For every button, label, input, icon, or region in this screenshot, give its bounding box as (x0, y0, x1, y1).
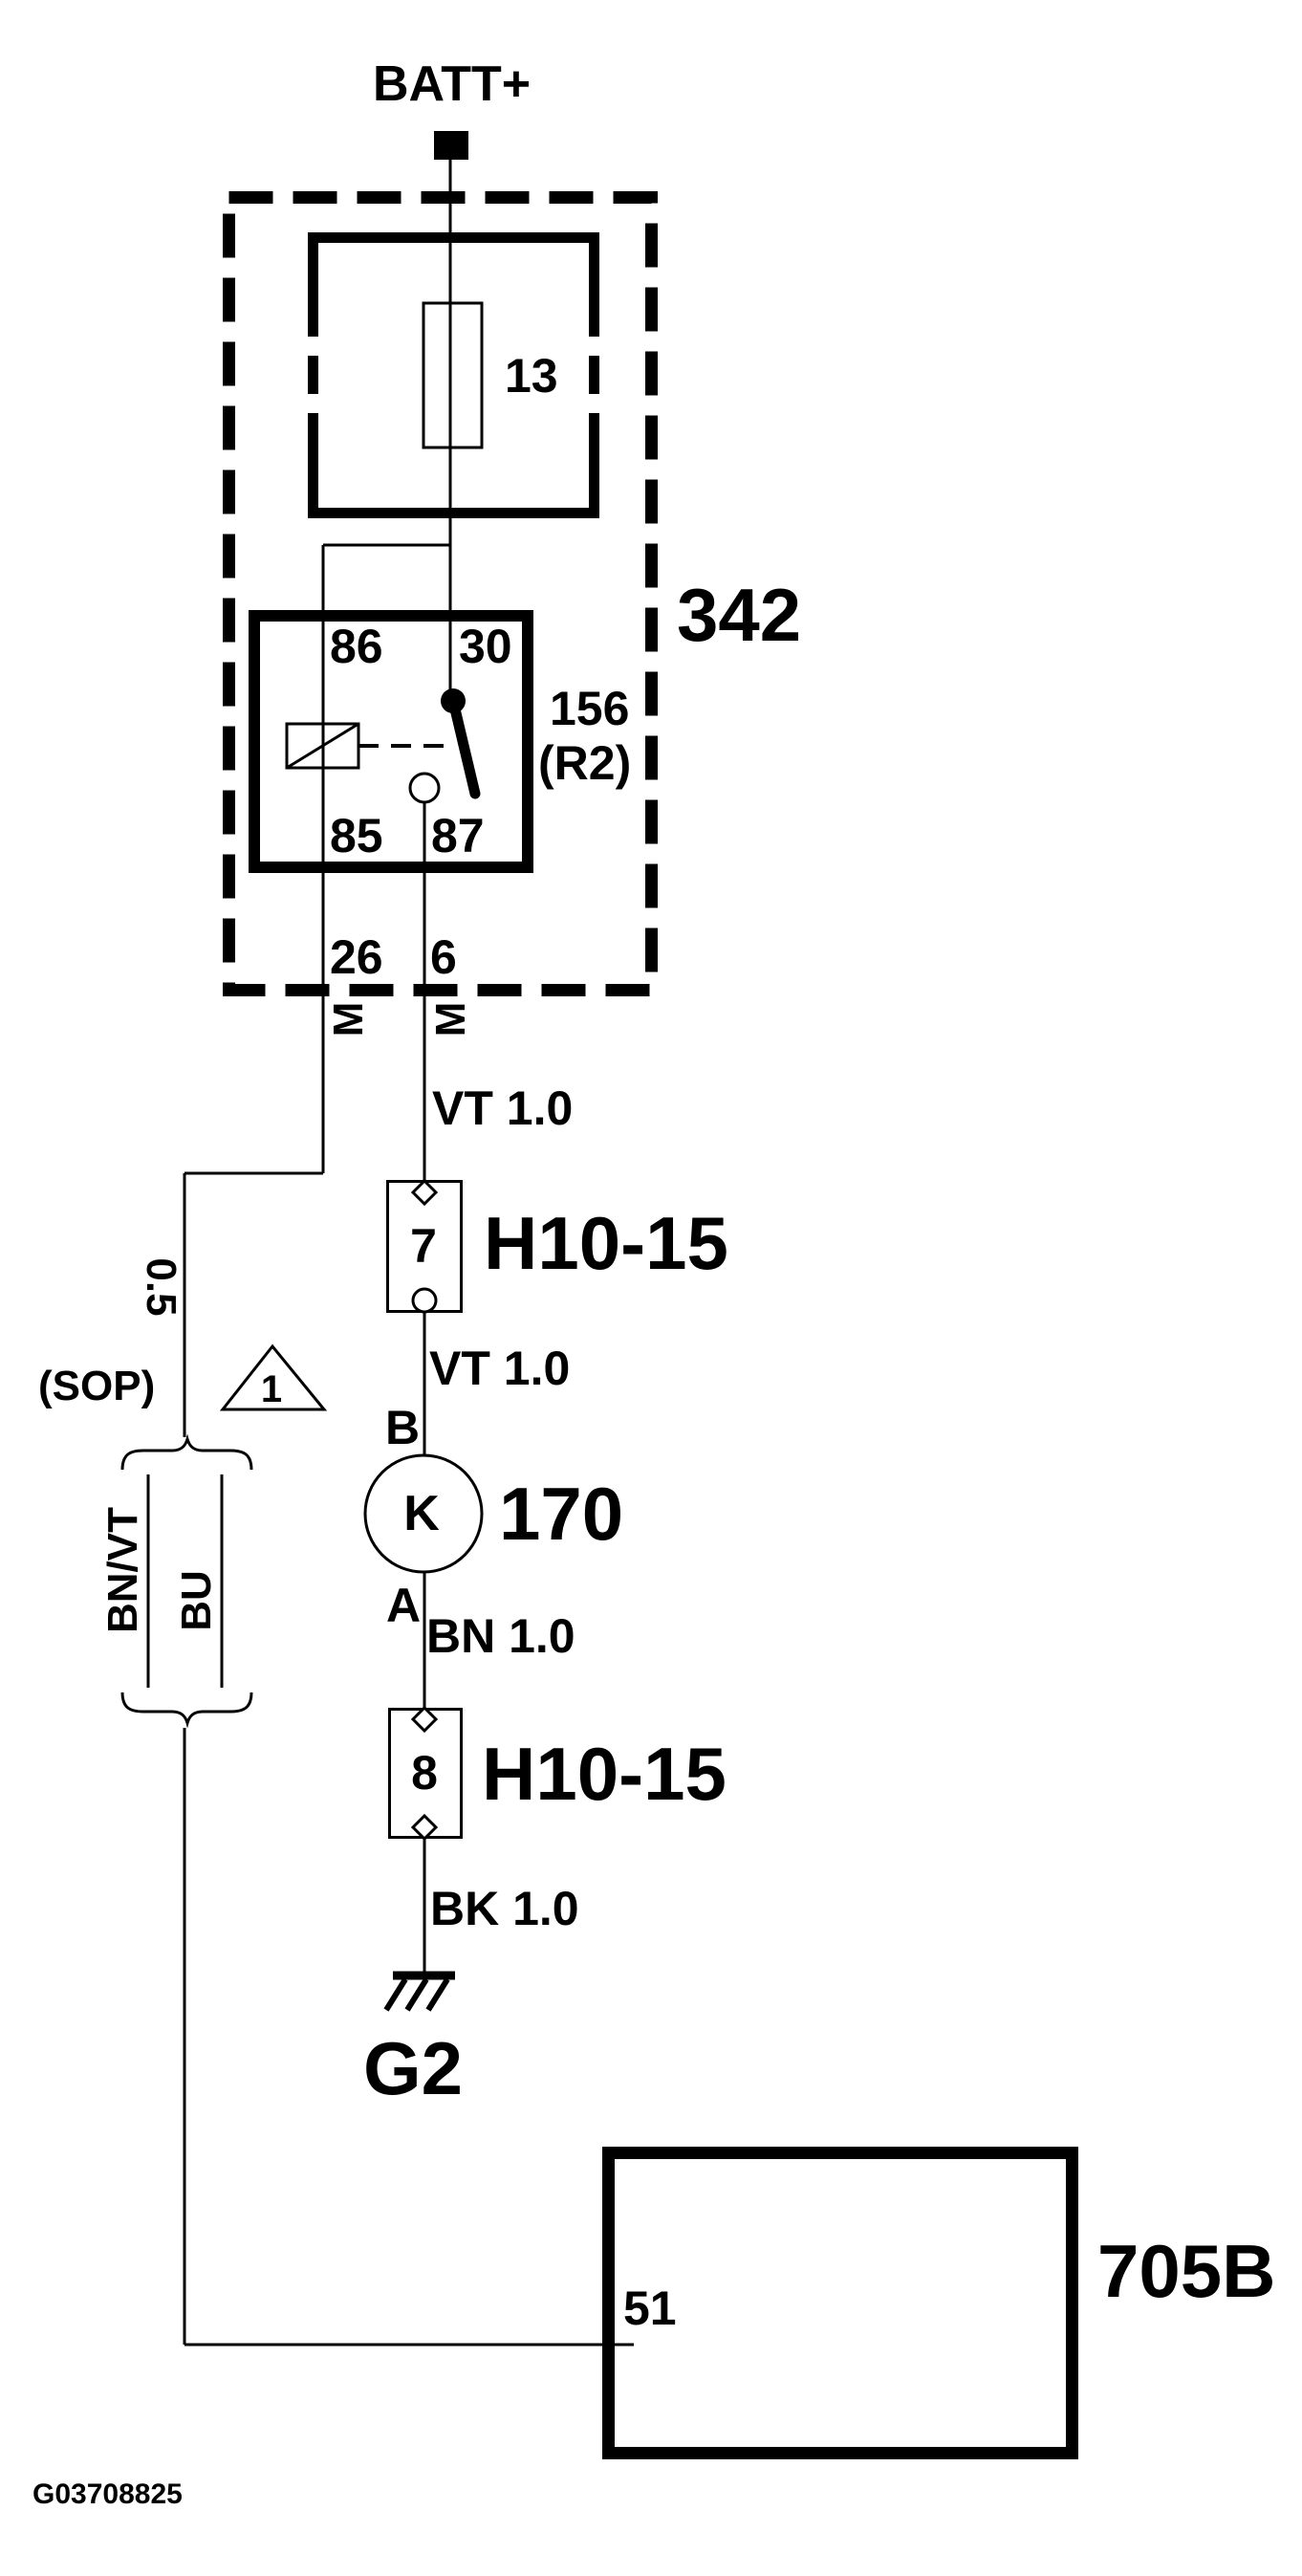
connector8-number: 8 (411, 1746, 438, 1800)
wire-color-option-1: BN/VT (99, 1507, 146, 1633)
connector7-number: 7 (410, 1219, 437, 1273)
unit-342-dashed-border (223, 191, 658, 996)
fuse-element-symbol (422, 301, 484, 449)
connector7-circle-icon (411, 1287, 438, 1314)
unit-705b-label: 705B (1097, 2229, 1276, 2313)
connector8-label: H10-15 (482, 1732, 727, 1816)
fuse-box (308, 232, 599, 518)
relay-pin-86: 86 (330, 620, 383, 673)
splice-brace-top (120, 1433, 253, 1471)
connector8-diamond-bottom-icon (410, 1813, 439, 1842)
battery-terminal-square (434, 131, 468, 160)
connector7-label: H10-15 (484, 1201, 728, 1285)
ground-symbol-icon (383, 1971, 455, 2012)
relay-number: 156 (550, 682, 630, 735)
unit-342-pin-26: 26 (330, 930, 383, 984)
relay-pin-30: 30 (459, 620, 512, 673)
fuse-box-border-gaps (306, 337, 601, 413)
relay-box (249, 610, 533, 873)
relay-subnumber: (R2) (538, 736, 632, 790)
unit-342-label: 342 (677, 573, 802, 657)
component-170-label: 170 (499, 1472, 624, 1556)
relay-pin-87: 87 (431, 809, 485, 862)
wire-size-label: 0.5 (138, 1257, 184, 1317)
figure-code: G03708825 (33, 2478, 183, 2510)
relay-coil-diagonal (286, 722, 359, 770)
k-pin-b: B (385, 1401, 421, 1454)
relay-switch-arm (447, 695, 481, 799)
relay-pin-85: 85 (330, 809, 383, 862)
k-letter: K (403, 1486, 440, 1541)
splice-brace-bottom (120, 1692, 253, 1729)
m-connector-left-icon: M (325, 1001, 372, 1037)
fuse-number: 13 (505, 349, 558, 403)
ground-label: G2 (363, 2026, 464, 2110)
wire-color-option-2: BU (173, 1570, 220, 1631)
unit-342-pin-6: 6 (430, 930, 457, 984)
k-pin-a: A (386, 1579, 422, 1632)
triangle-reference-number: 1 (260, 1368, 283, 1410)
m-connector-right-icon: M (427, 1001, 474, 1037)
relay-contact-circle (408, 772, 441, 804)
wire-label-vt-upper: VT 1.0 (432, 1081, 574, 1135)
wire-label-bk: BK 1.0 (430, 1882, 579, 1935)
connector8-diamond-top-icon (410, 1705, 439, 1734)
unit-705b-box (602, 2147, 1078, 2459)
wire-label-vt-lower: VT 1.0 (429, 1342, 571, 1395)
wire-label-bn: BN 1.0 (426, 1609, 575, 1663)
sop-option-label: (SOP) (38, 1363, 156, 1409)
connector7-diamond-icon (410, 1178, 439, 1207)
unit-705b-pin-51: 51 (623, 2281, 677, 2335)
option-triangle-icon (219, 1343, 328, 1411)
battery-label: BATT+ (373, 56, 532, 112)
